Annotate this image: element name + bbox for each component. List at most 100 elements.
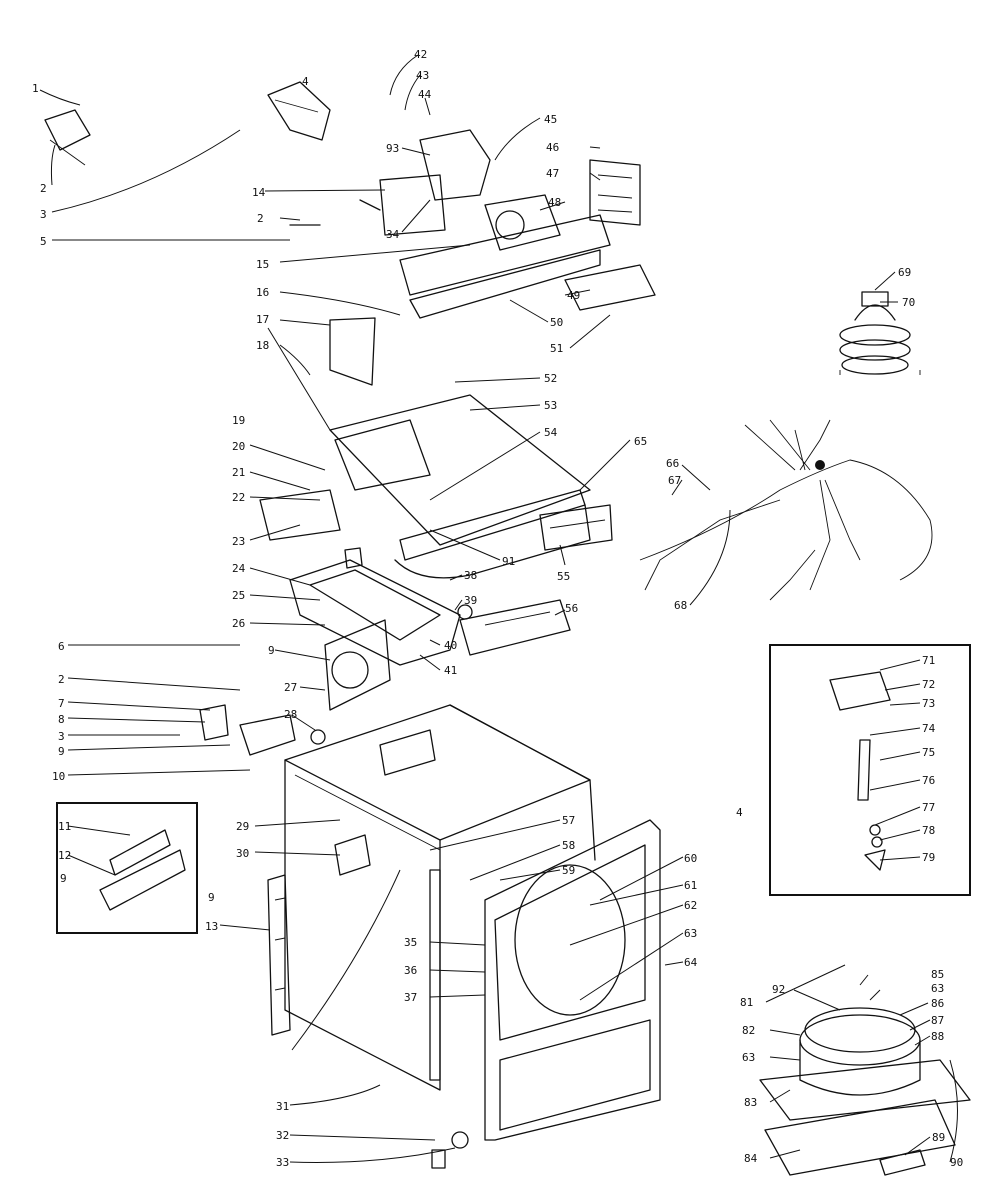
callout: 68	[674, 599, 687, 612]
callout: 20	[232, 440, 245, 453]
callout: 24	[232, 562, 246, 575]
callout: 51	[550, 342, 563, 355]
callout: 35	[404, 936, 417, 949]
callout: 62	[684, 899, 697, 912]
callout: 16	[256, 286, 269, 299]
callout: 23	[232, 535, 245, 548]
callout: 4	[302, 75, 309, 88]
callout: 13	[205, 920, 218, 933]
callout: 9	[60, 872, 67, 885]
callout: 19	[232, 414, 245, 427]
callout: 87	[931, 1014, 944, 1027]
callout: 65	[634, 435, 647, 448]
motor-inset	[839, 291, 921, 375]
callout: 34	[386, 228, 400, 241]
callout: 61	[684, 879, 697, 892]
callout: 59	[562, 864, 575, 877]
callout: 43	[416, 69, 429, 82]
callout: 42	[414, 48, 427, 61]
callout: 64	[684, 956, 698, 969]
callout: 27	[284, 681, 297, 694]
callout: 60	[684, 852, 697, 865]
callout: 18	[256, 339, 269, 352]
callout: 25	[232, 589, 245, 602]
callout: 79	[922, 851, 935, 864]
callout: 77	[922, 801, 935, 814]
callout: 72	[922, 678, 935, 691]
callout: 10	[52, 770, 65, 783]
callout: 9	[58, 745, 65, 758]
callout-labels: 1 2 3 5 2 14 15 16 17 18 19 20 21 22 23 …	[32, 48, 963, 1169]
callout: 14	[252, 186, 266, 199]
callout: 85	[931, 968, 944, 981]
callout: 66	[666, 457, 679, 470]
callout: 12	[58, 849, 71, 862]
callout: 9	[268, 644, 275, 657]
cabinet	[284, 704, 661, 1169]
callout: 70	[902, 296, 915, 309]
callout: 92	[772, 983, 785, 996]
callout: 69	[898, 266, 911, 279]
callout: 46	[546, 141, 559, 154]
dispenser-assembly	[289, 547, 571, 666]
callout: 81	[740, 996, 753, 1009]
callout: 71	[922, 654, 935, 667]
callout: 73	[922, 697, 935, 710]
callout: 2	[257, 212, 264, 225]
callout: 93	[386, 142, 399, 155]
callout: 49	[567, 289, 580, 302]
callout: 91	[502, 555, 515, 568]
callout: 63	[684, 927, 697, 940]
top-panel	[259, 394, 613, 579]
wire-harness	[639, 419, 933, 601]
left-brackets	[199, 619, 391, 756]
callout: 38	[464, 569, 477, 582]
callout: 36	[404, 964, 417, 977]
callout: 44	[418, 88, 432, 101]
callout: 3	[40, 208, 47, 221]
callout: 89	[932, 1131, 945, 1144]
callout: 39	[464, 594, 477, 607]
callout: 58	[562, 839, 575, 852]
callout: 83	[744, 1096, 757, 1109]
callout: 26	[232, 617, 245, 630]
callout: 28	[284, 708, 297, 721]
callout: 75	[922, 746, 935, 759]
callout: 67	[668, 474, 681, 487]
callout: 78	[922, 824, 935, 837]
callout: 9	[208, 891, 215, 904]
callout: 7	[58, 697, 65, 710]
callout: 15	[256, 258, 269, 271]
callout: 33	[276, 1156, 289, 1169]
callout: 1	[32, 82, 39, 95]
callout: 22	[232, 491, 245, 504]
callout: 21	[232, 466, 245, 479]
callout: 63	[931, 982, 944, 995]
callout: 31	[276, 1100, 289, 1113]
callout: 37	[404, 991, 417, 1004]
callout: 17	[256, 313, 269, 326]
base-assembly	[759, 1007, 971, 1176]
callout: 45	[544, 113, 557, 126]
callout: 2	[58, 673, 65, 686]
side-panel-left	[267, 874, 291, 1036]
callout: 55	[557, 570, 570, 583]
leader-lines	[39, 54, 958, 1163]
callout: 57	[562, 814, 575, 827]
hinge-inset	[56, 802, 198, 934]
callout: 52	[544, 372, 557, 385]
callout: 29	[236, 820, 249, 833]
callout: 2	[40, 182, 47, 195]
callout: 41	[444, 664, 457, 677]
callout: 53	[544, 399, 557, 412]
callout: 84	[744, 1152, 758, 1165]
callout: 47	[546, 167, 559, 180]
callout: 54	[544, 426, 558, 439]
callout: 11	[58, 820, 71, 833]
callout: 56	[565, 602, 578, 615]
callout: 6	[58, 640, 65, 653]
callout: 40	[444, 639, 457, 652]
callout: 5	[40, 235, 47, 248]
